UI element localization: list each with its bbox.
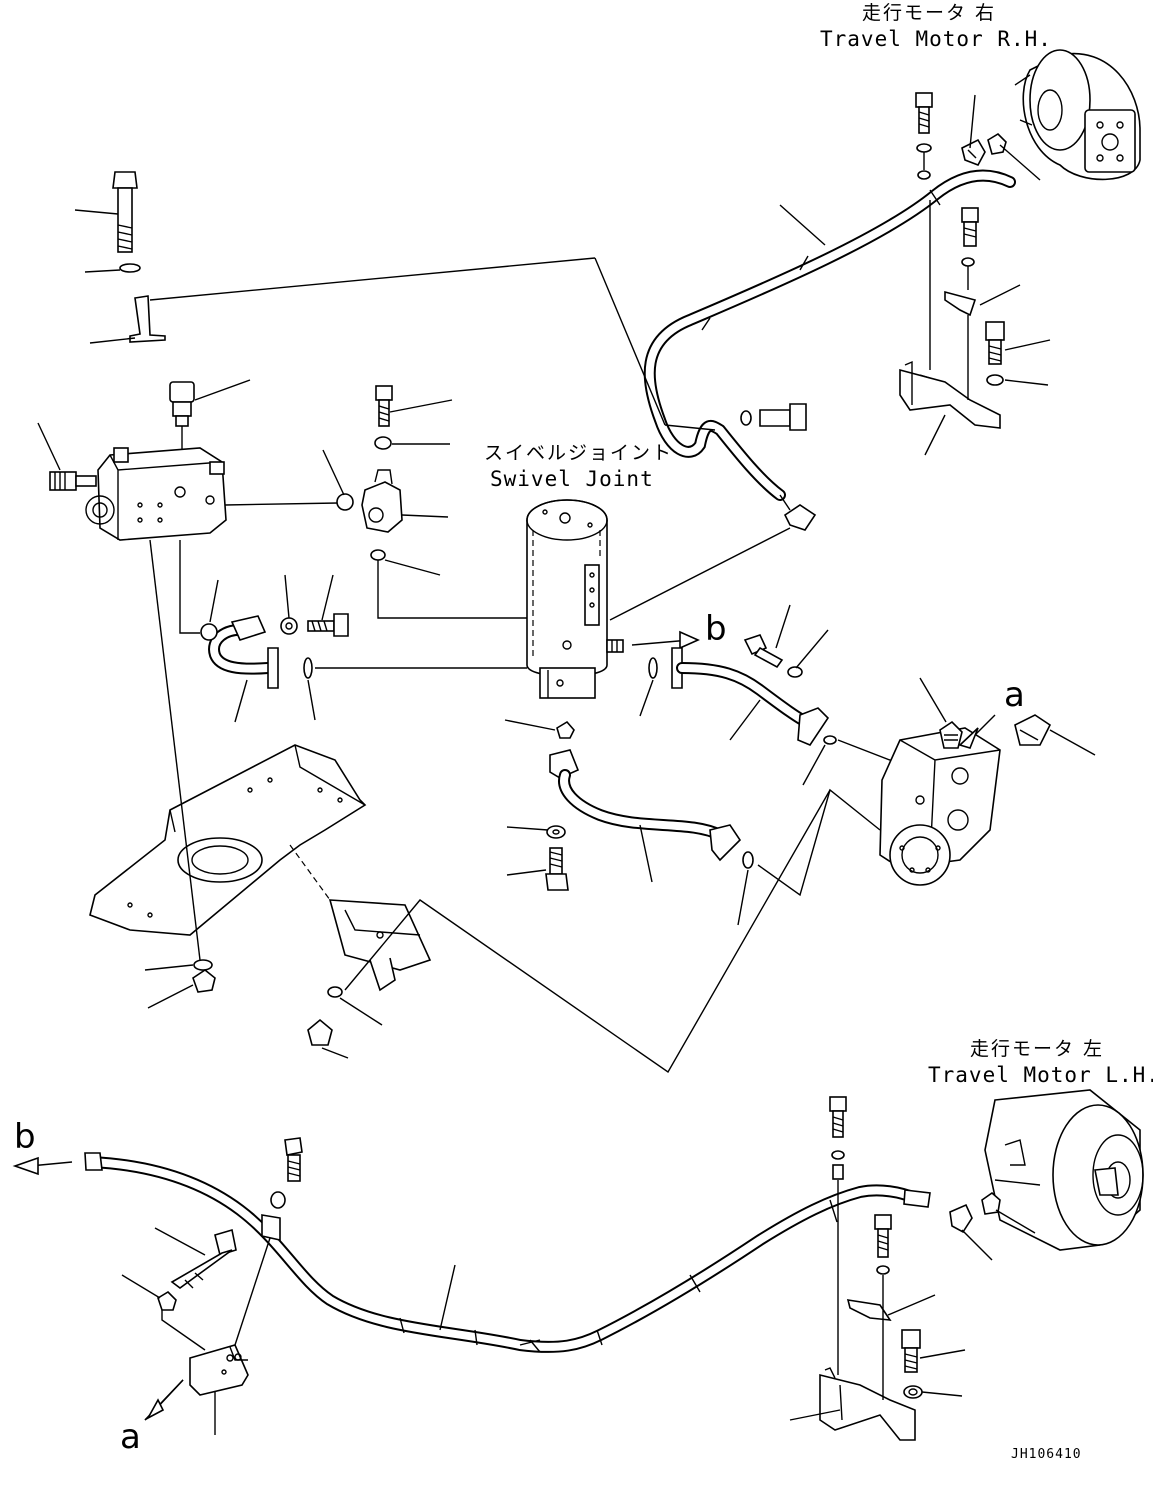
travel-motor-rh-label-jp: 走行モータ 右 [862, 2, 997, 24]
lower-long-bolt [170, 1228, 237, 1289]
drawing-code: JH106410 [1011, 1447, 1082, 1462]
orifice-plug [336, 493, 354, 511]
right-valve-fitting [1014, 714, 1052, 746]
swivel-bottom-plug [556, 720, 575, 739]
rh-bracket [899, 200, 1001, 429]
lh-bolt-right [901, 1329, 923, 1399]
swivel-joint-label-jp: スイベルジョイント [484, 442, 674, 464]
center-o-ring [370, 549, 386, 561]
bottom-hose-assembly [549, 749, 742, 862]
rh-hose-end-fitting [779, 494, 817, 531]
lh-bracket [819, 1180, 916, 1441]
bottom-hose-washer-bolt [545, 825, 569, 891]
lh-nut [981, 1191, 1001, 1215]
lh-elbow-fitting [949, 1203, 973, 1234]
right-hose-bolt [743, 634, 803, 678]
callout-b-upper: b [705, 609, 728, 649]
lower-nut [157, 1290, 177, 1311]
travel-motor-rh [1014, 49, 1141, 181]
frame-washer [193, 959, 213, 971]
left-hose-assembly [208, 615, 298, 689]
center-bolt [375, 385, 393, 427]
rh-clamp-bolt [740, 403, 807, 431]
callout-a-upper: a [1004, 675, 1026, 715]
callout-b-lower: b [14, 1117, 37, 1157]
center-washer [374, 436, 392, 450]
swivel-joint-label-en: Swivel Joint [490, 467, 654, 491]
callout-a-lower: a [120, 1417, 142, 1457]
control-valve-block [85, 447, 227, 541]
valve-bracket [129, 295, 166, 343]
sensor-switch [169, 381, 195, 427]
lower-clamp-bolt [261, 1137, 303, 1241]
rh-bracket-bolt [944, 207, 979, 317]
frame-nut-left [192, 969, 216, 993]
lower-long-hose [84, 1152, 931, 1353]
travel-motor-rh-label-en: Travel Motor R.H. [820, 27, 1052, 51]
chassis-frame [89, 744, 432, 992]
swivel-side-fitting [606, 639, 624, 653]
right-hose-o-ring [823, 735, 837, 745]
travel-motor-lh [984, 1089, 1144, 1251]
rh-bolt-top [915, 92, 933, 180]
lh-bolt-top [829, 1096, 847, 1180]
left-hose-bolt [307, 613, 349, 637]
right-valve-block [879, 727, 1001, 886]
left-hose-seal [303, 657, 313, 679]
right-valve-nut [939, 720, 963, 749]
left-hose-o-ring [200, 623, 218, 641]
frame-nut-center [307, 986, 343, 1046]
rh-nut [987, 132, 1007, 155]
lh-bracket-bolt [846, 1214, 892, 1321]
right-hose-assembly [671, 647, 830, 746]
long-bolt [112, 171, 141, 273]
rh-bolt-right [985, 321, 1005, 386]
bottom-hose-o-ring [742, 851, 754, 869]
right-hose-seal [648, 657, 658, 679]
lower-bracket-a [189, 1344, 249, 1396]
rh-elbow-fitting [961, 138, 986, 166]
valve-side-fitting [49, 471, 97, 491]
travel-motor-lh-label-en: Travel Motor L.H. [928, 1063, 1153, 1087]
travel-motor-lh-label-jp: 走行モータ 左 [970, 1038, 1105, 1060]
flange-block [361, 469, 403, 533]
swivel-joint [526, 499, 608, 699]
